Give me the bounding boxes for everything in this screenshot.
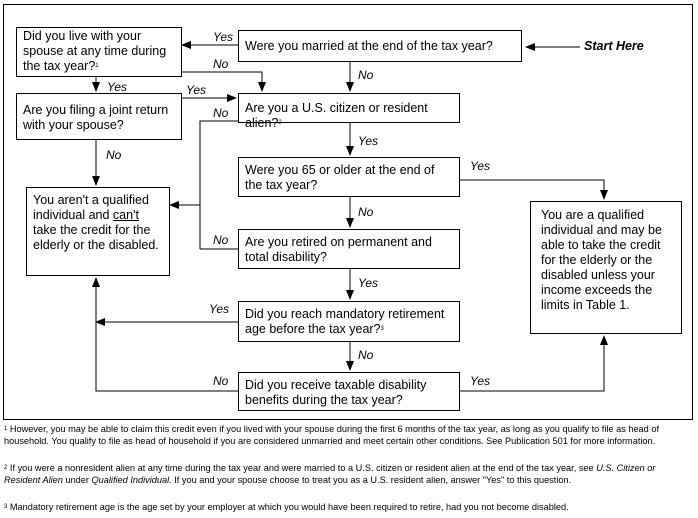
flowchart-frame: [3, 4, 693, 420]
lived-question: Did you live with your spouse at any tim…: [23, 29, 167, 73]
label-taxable-yes: Yes: [470, 374, 491, 388]
footnote-2-text-a: If you were a nonresident alien at any t…: [9, 463, 597, 473]
footnote-1-number: 1: [4, 426, 8, 432]
footnote-1: 1 However, you may be able to claim this…: [4, 424, 692, 447]
mandatory-retirement-box: Did you reach mandatory retirement age b…: [238, 301, 460, 342]
label-taxable-no: No: [213, 374, 229, 388]
label-mandatory-yes: Yes: [209, 302, 230, 316]
not-qualified-cant: can't: [112, 208, 139, 222]
label-married-no: No: [358, 68, 374, 82]
qualified-box: You are a qualified individual and may b…: [530, 201, 682, 334]
joint-question: Are you filing a joint return with your …: [23, 103, 169, 132]
label-married-yes: Yes: [213, 30, 234, 44]
retired-question: Are you retired on permanent and total d…: [245, 235, 432, 264]
footnote-ref-3: 3: [380, 326, 384, 332]
citizen-box: Are you a U.S. citizen or resident alien…: [238, 93, 460, 130]
edge-age65-yes: [460, 179, 608, 200]
footnote-3-number: 3: [4, 504, 8, 510]
footnote-3-text: Mandatory retirement age is the age set …: [9, 502, 569, 512]
footnote-ref-2: 2: [278, 120, 282, 126]
start-here-label: Start Here: [584, 39, 644, 53]
footnote-2-italic-2: Qualified Individual.: [91, 474, 172, 485]
label-citizen-yes: Yes: [358, 134, 379, 148]
married-question-box: Were you married at the end of the tax y…: [238, 30, 522, 62]
footnote-3: 3 Mandatory retirement age is the age se…: [4, 502, 692, 514]
taxable-question: Did you receive taxable disability benef…: [245, 378, 427, 407]
footnote-2-italic-1: U.S. Citizen or Resident Alien: [4, 463, 656, 485]
edge-taxable-no: [92, 277, 238, 392]
not-qualified-text-post: take the credit for the elderly or the d…: [33, 223, 159, 252]
mandatory-question: Did you reach mandatory retirement age b…: [245, 307, 445, 336]
married-question: Were you married at the end of the tax y…: [245, 39, 493, 53]
label-citizen-no: No: [213, 106, 229, 120]
label-joint-no: No: [106, 148, 122, 162]
edge-taxable-yes: [460, 335, 608, 392]
citizen-question: Are you a U.S. citizen or resident alien…: [245, 101, 428, 130]
footnote-2-text-b: under: [62, 474, 92, 485]
edge-citizen-no: [169, 120, 238, 209]
label-mandatory-no: No: [358, 348, 374, 362]
age65-box: Were you 65 or older at the end of the t…: [238, 157, 460, 197]
label-age65-no: No: [358, 205, 374, 219]
joint-return-box: Are you filing a joint return with your …: [16, 93, 182, 140]
lived-with-spouse-box: Did you live with your spouse at any tim…: [16, 27, 182, 77]
label-joint-yes: Yes: [186, 83, 207, 97]
footnote-1-text: However, you may be able to claim this c…: [4, 424, 659, 446]
not-qualified-box: You aren't a qualified individual and ca…: [26, 187, 170, 276]
qualified-text: You are a qualified individual and may b…: [541, 208, 662, 312]
footnote-ref-1: 1: [95, 63, 99, 69]
age65-question: Were you 65 or older at the end of the t…: [245, 163, 435, 192]
label-lived-yes: Yes: [107, 80, 128, 94]
label-retired-no: No: [213, 233, 229, 247]
footnote-2-number: 2: [4, 465, 8, 471]
footnote-2: 2 If you were a nonresident alien at any…: [4, 463, 692, 486]
footnote-2-text-c: If you and your spouse choose to treat y…: [171, 474, 572, 485]
retired-box: Are you retired on permanent and total d…: [238, 229, 460, 269]
label-retired-yes: Yes: [358, 276, 379, 290]
taxable-benefits-box: Did you receive taxable disability benef…: [238, 372, 460, 411]
not-qualified-text-pre: You aren't a qualified individual and: [33, 193, 149, 222]
label-lived-no: No: [213, 57, 229, 71]
label-age65-yes: Yes: [470, 159, 491, 173]
edge-lived-no: [182, 71, 266, 92]
